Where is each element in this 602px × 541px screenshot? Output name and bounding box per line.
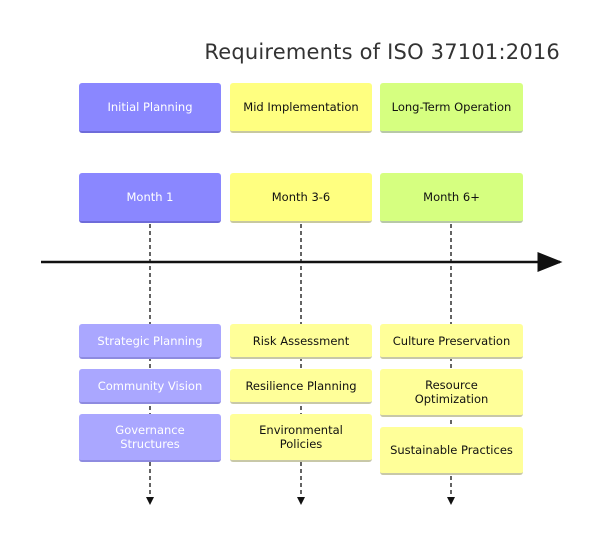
item-environmental-policies: Environmental Policies xyxy=(230,414,372,462)
item-sustainable-practices: Sustainable Practices xyxy=(380,427,523,475)
phase-initial-planning: Initial Planning xyxy=(79,83,221,133)
item-culture-preservation: Culture Preservation xyxy=(380,324,523,359)
item-resilience-planning: Resilience Planning xyxy=(230,369,372,404)
item-strategic-planning: Strategic Planning xyxy=(79,324,221,359)
arrowhead-col2 xyxy=(297,497,305,505)
arrowhead-col1 xyxy=(146,497,154,505)
phase-mid-implementation: Mid Implementation xyxy=(230,83,372,133)
period-month-3-6: Month 3-6 xyxy=(230,173,372,223)
item-resource-optimization: Resource Optimization xyxy=(380,369,523,417)
arrowhead-col3 xyxy=(447,497,455,505)
period-month-6-plus: Month 6+ xyxy=(380,173,523,223)
item-governance-structures: Governance Structures xyxy=(79,414,221,462)
diagram-title: Requirements of ISO 37101:2016 xyxy=(204,40,560,64)
period-month-1: Month 1 xyxy=(79,173,221,223)
phase-long-term-operation: Long-Term Operation xyxy=(380,83,523,133)
item-risk-assessment: Risk Assessment xyxy=(230,324,372,359)
item-community-vision: Community Vision xyxy=(79,369,221,404)
